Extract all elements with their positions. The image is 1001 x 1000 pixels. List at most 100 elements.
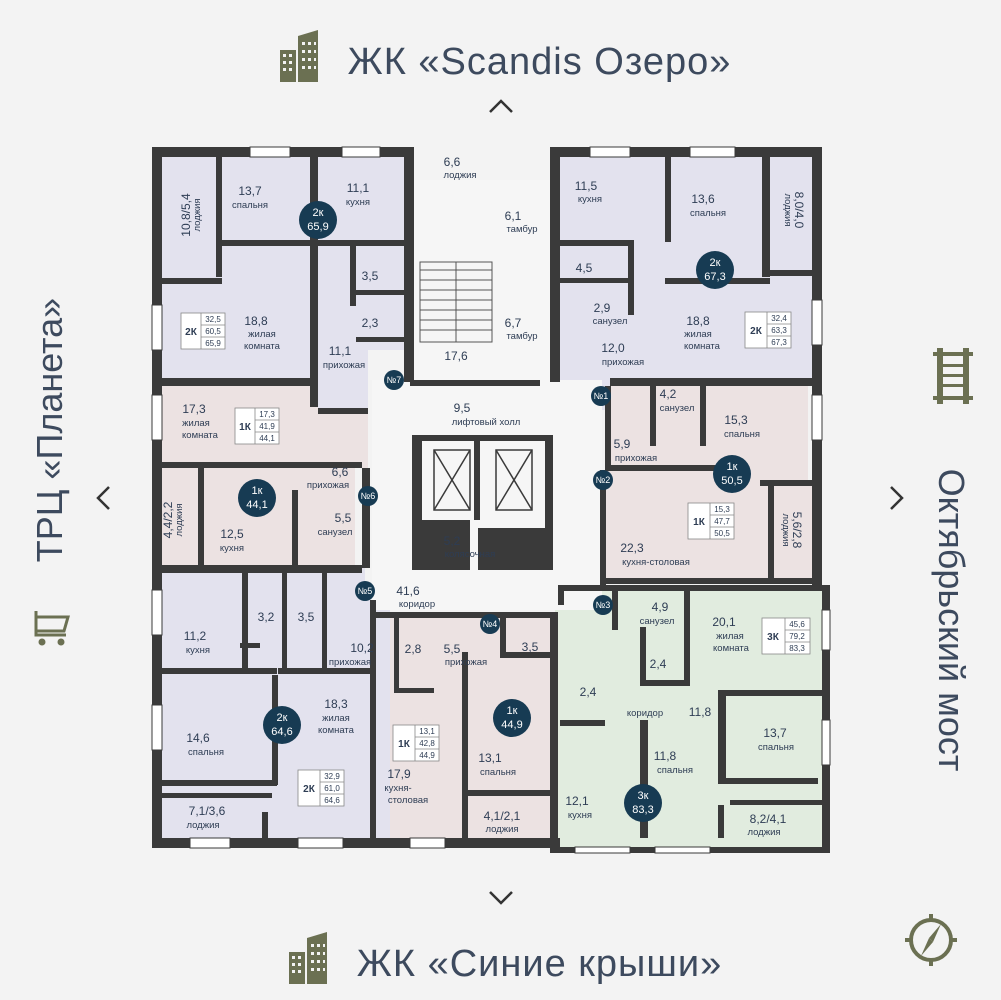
room-r24-label: лифтовый холл (452, 417, 521, 428)
room-r45-label: спальня (758, 742, 794, 753)
apartment-info-i6: 1К 13,1 42,8 44,9 (392, 724, 440, 762)
room-r22-area: 6,7 (505, 316, 522, 330)
room-r52-label: кухня- (384, 783, 411, 794)
room-r6-label2: комната (244, 341, 281, 352)
room-r38: 5,6/2,8 лоджия (780, 512, 804, 549)
room-r49-area: 2,8 (405, 642, 422, 656)
svg-text:№7: №7 (387, 375, 402, 385)
room-r44-label: коридор (627, 708, 663, 719)
svg-text:2К: 2К (185, 327, 198, 338)
room-r42-area: 2,4 (580, 685, 597, 699)
room-r21-label: тамбур (506, 224, 537, 235)
bottom-title-text: ЖК «Синие крыши» (356, 943, 723, 985)
room-r24-area: 9,5 (454, 401, 471, 415)
room-r35-label: спальня (724, 429, 760, 440)
door-marker-4[interactable]: №4 (480, 614, 500, 634)
room-r16-area: 10,2 (350, 641, 374, 655)
apartment-3k[interactable] (555, 590, 830, 850)
svg-text:№2: №2 (596, 475, 611, 485)
room-r50-area: 5,5 (444, 642, 461, 656)
room-r27-area: 11,5 (575, 179, 598, 193)
chevron-left-icon (96, 486, 110, 510)
room-r4-area: 3,5 (362, 269, 379, 283)
top-title-text: ЖК «Scandis Озеро» (347, 41, 732, 83)
svg-text:1к: 1к (507, 705, 518, 717)
chevron-down-icon (489, 891, 513, 905)
nav-down-arrow[interactable] (487, 884, 515, 912)
door-marker-3[interactable]: №3 (593, 595, 613, 615)
room-r52-label2: столовая (388, 795, 428, 806)
apartment-info-i1: 2К 32,5 60,5 65,9 (180, 312, 226, 350)
apartment-1k-right[interactable] (605, 378, 820, 580)
room-r41-area: 2,4 (650, 657, 667, 671)
svg-text:2к: 2к (277, 712, 288, 724)
nav-right-arrow[interactable] (888, 484, 906, 517)
room-r48-area: 8,2/4,1 (750, 812, 787, 826)
room-r37-label: кухня-столовая (622, 557, 690, 568)
apartment-badge-b5[interactable]: 2к 64,6 (263, 706, 301, 744)
svg-text:64,6: 64,6 (324, 796, 340, 805)
room-r13-area: 11,2 (184, 629, 207, 643)
apartment-1k-bottom[interactable] (390, 612, 555, 840)
svg-text:1К: 1К (693, 517, 706, 528)
nav-left-arrow[interactable] (94, 484, 112, 517)
room-r53-area: 13,1 (478, 751, 502, 765)
svg-text:32,9: 32,9 (324, 772, 340, 781)
room-r13-label: кухня (186, 645, 210, 656)
door-marker-7[interactable]: №7 (384, 370, 404, 390)
room-r14-area: 3,2 (258, 610, 275, 624)
room-r36-area: 5,9 (614, 437, 631, 451)
nav-up-arrow[interactable] (487, 92, 515, 120)
room-r1: 10,8/5,4 лоджия (179, 193, 203, 237)
room-r23-area: 17,6 (444, 349, 468, 363)
room-r20-label: лоджия (443, 170, 476, 181)
svg-text:№6: №6 (361, 491, 376, 501)
svg-text:2К: 2К (750, 326, 763, 337)
room-r50-label: прихожая (445, 657, 487, 668)
svg-text:3К: 3К (767, 632, 780, 643)
room-r32-label: жилая (684, 329, 712, 340)
svg-text:4,4/2,2: 4,4/2,2 (161, 501, 175, 538)
svg-text:13,1: 13,1 (419, 727, 435, 736)
room-r20-area: 6,6 (444, 155, 461, 169)
room-r5-area: 2,3 (362, 316, 379, 330)
door-marker-1[interactable]: №1 (591, 386, 611, 406)
chevron-up-icon (489, 99, 513, 113)
svg-text:лоджия: лоджия (782, 193, 793, 226)
door-marker-6[interactable]: №6 (358, 486, 378, 506)
svg-text:лоджия: лоджия (192, 198, 203, 231)
room-r40-label: жилая (716, 631, 744, 642)
svg-text:44,1: 44,1 (246, 499, 267, 511)
room-r29: 8,0/4,0 лоджия (782, 192, 806, 229)
svg-text:67,3: 67,3 (771, 338, 787, 347)
room-r52-area: 17,9 (387, 767, 411, 781)
room-r26-area: 41,6 (396, 584, 420, 598)
apartment-1k-left[interactable] (160, 378, 368, 567)
svg-text:79,2: 79,2 (789, 632, 805, 641)
svg-text:60,5: 60,5 (205, 327, 221, 336)
room-r3-area: 11,1 (347, 181, 370, 195)
room-r9-area: 6,6 (332, 465, 349, 479)
room-r47-area: 12,1 (565, 794, 589, 808)
room-r8-area: 17,3 (182, 402, 206, 416)
room-r35-area: 15,3 (724, 413, 748, 427)
bridge-icon (933, 348, 973, 404)
room-r10-label: кухня (220, 543, 244, 554)
svg-text:47,7: 47,7 (714, 517, 730, 526)
room-r26-label: коридор (399, 599, 435, 610)
room-r30-area: 4,5 (576, 261, 593, 275)
door-marker-5[interactable]: №5 (355, 581, 375, 601)
svg-text:64,6: 64,6 (271, 726, 292, 738)
building-icon (279, 30, 318, 82)
room-r51-area: 3,5 (522, 640, 539, 654)
apartment-info-i3: 2К 32,4 63,3 67,3 (744, 311, 792, 349)
svg-text:41,9: 41,9 (259, 422, 275, 431)
door-marker-2[interactable]: №2 (593, 470, 613, 490)
svg-text:№3: №3 (596, 600, 611, 610)
